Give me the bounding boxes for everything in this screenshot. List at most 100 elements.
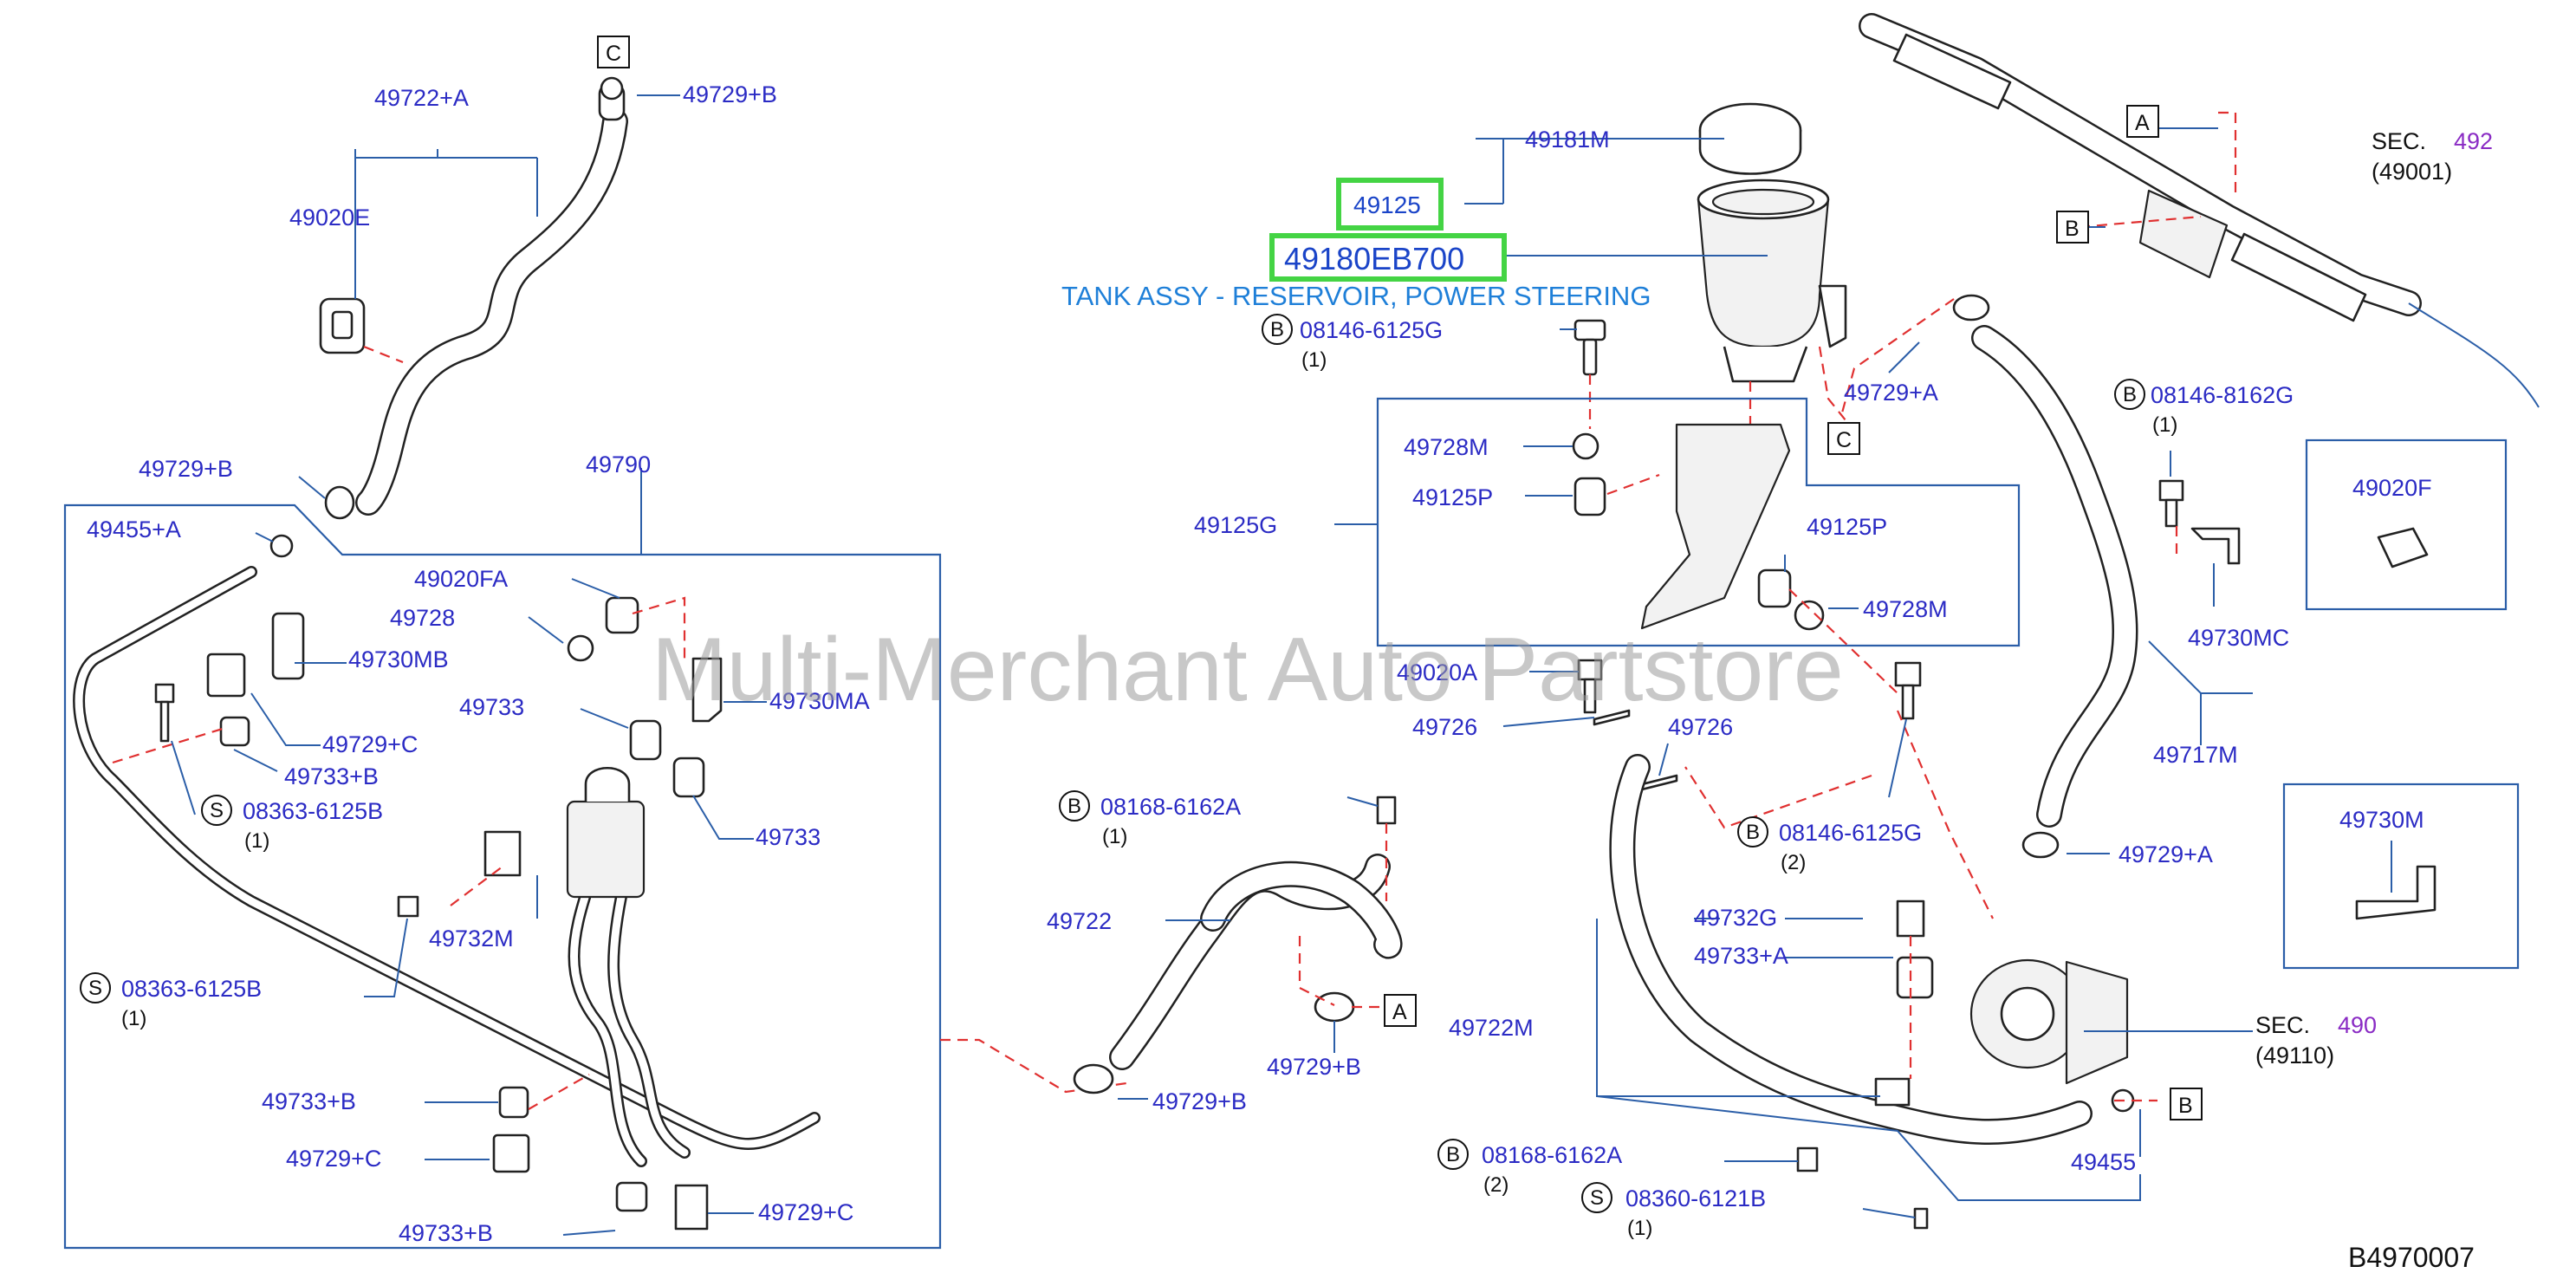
label-49733-a: 49733 bbox=[459, 694, 524, 720]
qty-08146-top: (1) bbox=[1301, 348, 1327, 372]
label-08363-6125b-1: 08363-6125B bbox=[243, 798, 383, 824]
reservoir-bracket bbox=[1640, 423, 1791, 630]
left-hose-clamp bbox=[324, 485, 355, 520]
ref-box-b-bottom bbox=[2170, 1088, 2203, 1120]
clamp-49726-a bbox=[1593, 709, 1631, 726]
label-49729c-mid: 49729+C bbox=[322, 731, 418, 757]
clamp-49729b-low bbox=[1073, 1063, 1114, 1094]
label-49730mb: 49730MB bbox=[348, 646, 449, 672]
sec-490-number: 490 bbox=[2338, 1012, 2377, 1038]
circle-s-08360 bbox=[1581, 1182, 1612, 1213]
clamp-49732g-upper bbox=[1896, 900, 1925, 938]
label-08363-6125b-2: 08363-6125B bbox=[121, 976, 262, 1002]
label-49729b-mid: 49729+B bbox=[1267, 1054, 1361, 1080]
watermark: Multi-Merchant Auto Partstore bbox=[652, 620, 1844, 720]
label-49729b-left: 49729+B bbox=[139, 456, 233, 482]
circle-b-08146-8162g bbox=[2114, 379, 2145, 410]
label-49729a-right: 49729+A bbox=[2119, 841, 2213, 867]
ref-box-b-rack bbox=[2056, 211, 2089, 244]
label-49726-b: 49726 bbox=[1668, 714, 1733, 740]
qty-08146-8162g: (1) bbox=[2152, 413, 2177, 437]
clamp-49729c-low bbox=[492, 1133, 530, 1173]
label-49726-a: 49726 bbox=[1412, 714, 1477, 740]
frame-49790 bbox=[63, 503, 942, 1250]
section-refs: SEC. 492 (49001) SEC. 490 (49110) bbox=[2255, 128, 2493, 1068]
highlight-description: TANK ASSY - RESERVOIR, POWER STEERING bbox=[1061, 281, 1651, 311]
highlight-box-part[interactable] bbox=[1269, 233, 1507, 282]
circle-s-2-label: S bbox=[88, 977, 102, 1000]
ref-box-a-rack bbox=[2126, 105, 2159, 138]
label-49733a: 49733+A bbox=[1694, 943, 1788, 969]
bolt-08146-top bbox=[1574, 319, 1606, 341]
label-49125p-a: 49125P bbox=[1412, 484, 1493, 510]
highlighted-part[interactable]: 49125 49180EB700 TANK ASSY - RESERVOIR, … bbox=[1061, 178, 1651, 311]
label-08146-8162g: 08146-8162G bbox=[2151, 382, 2294, 408]
label-49733b-low: 49733+B bbox=[262, 1088, 356, 1114]
label-49729b-top: 49729+B bbox=[683, 81, 777, 107]
insulator-49125p-b bbox=[1757, 568, 1792, 608]
circle-markers: S S B B B B S B bbox=[80, 314, 2145, 1213]
sec-490-label: SEC. bbox=[2255, 1012, 2310, 1038]
clamp-49729a-top bbox=[1952, 294, 1990, 322]
part-labels: 49722+A 49729+B 49020E 49729+B 49790 494… bbox=[87, 81, 2432, 1246]
grommet-49020fa bbox=[605, 596, 639, 634]
clamp-49729c-mid bbox=[206, 653, 246, 698]
label-49733b-mid: 49733+B bbox=[284, 763, 379, 789]
clamp-49729c-bottom bbox=[674, 1184, 709, 1231]
bracket-49730m bbox=[2355, 865, 2436, 920]
label-49722a: 49722+A bbox=[374, 85, 469, 111]
label-49730m: 49730M bbox=[2339, 807, 2424, 833]
label-49717m: 49717M bbox=[2153, 742, 2238, 768]
grommet-49733b-mid bbox=[219, 716, 250, 747]
label-49722m: 49722M bbox=[1449, 1015, 1534, 1041]
label-49181m: 49181M bbox=[1525, 127, 1610, 153]
circle-b-top-label: B bbox=[1270, 318, 1284, 341]
circle-b-08168-top bbox=[1059, 790, 1090, 822]
ref-box-c-right bbox=[1827, 422, 1860, 455]
washer-49728 bbox=[567, 634, 594, 662]
circle-s-08360-label: S bbox=[1590, 1186, 1604, 1210]
rack-valve-housing bbox=[2138, 189, 2229, 279]
sec-490-ref: (49110) bbox=[2255, 1042, 2334, 1068]
left-hose-assembly bbox=[63, 76, 1127, 1250]
grommet-49733-a bbox=[629, 719, 662, 761]
qty-08360: (1) bbox=[1627, 1217, 1652, 1240]
circle-s-1 bbox=[201, 795, 232, 826]
ref-box-b-rack-label: B bbox=[2065, 217, 2080, 241]
label-49729c-bottom: 49729+C bbox=[758, 1199, 853, 1225]
sec-492-label: SEC. bbox=[2372, 128, 2426, 154]
label-49730ma: 49730MA bbox=[769, 688, 870, 714]
frame-49730m bbox=[2282, 783, 2520, 970]
label-49728m-a: 49728M bbox=[1404, 434, 1489, 460]
bolt-49020a bbox=[1577, 659, 1603, 681]
circle-s-2 bbox=[80, 972, 111, 1003]
reservoir-assembly bbox=[1376, 102, 2021, 791]
washer-49455a bbox=[269, 534, 294, 558]
washer-49728m-a bbox=[1572, 432, 1599, 460]
sec-492-number: 492 bbox=[2454, 128, 2493, 154]
sec-492-ref: (49001) bbox=[2372, 159, 2452, 185]
label-08146-6125g-mid: 08146-6125G bbox=[1779, 820, 1922, 846]
label-49733-b: 49733 bbox=[756, 824, 821, 850]
bolt-08168-low bbox=[1796, 1146, 1819, 1172]
highlight-box-group[interactable] bbox=[1336, 178, 1444, 231]
label-49020f: 49020F bbox=[2352, 475, 2432, 501]
label-49125p-b: 49125P bbox=[1807, 514, 1887, 540]
grommet-49733b-low bbox=[498, 1086, 529, 1119]
ref-box-a-bottom-label: A bbox=[1392, 1000, 1407, 1024]
circle-b-08146-mid bbox=[1737, 816, 1768, 848]
highlight-group-number[interactable]: 49125 bbox=[1353, 192, 1421, 218]
rack-boot-left bbox=[1892, 33, 2012, 110]
highlight-part-number[interactable]: 49180EB700 bbox=[1284, 241, 1464, 276]
qty-08168-top: (1) bbox=[1102, 825, 1127, 848]
bolt-08363-low bbox=[397, 895, 419, 918]
insulator-49125p-a bbox=[1574, 477, 1606, 516]
ref-box-a-rack-label: A bbox=[2135, 111, 2150, 135]
clamp-49729a-right bbox=[2021, 831, 2060, 859]
label-49733b-bottom: 49733+B bbox=[399, 1220, 493, 1246]
steering-rack-region bbox=[1334, 13, 2540, 1230]
clamp-49732g bbox=[1874, 1077, 1911, 1107]
bolt-08146-8162g bbox=[2158, 479, 2184, 502]
label-49732g: 49732G bbox=[1694, 905, 1777, 931]
